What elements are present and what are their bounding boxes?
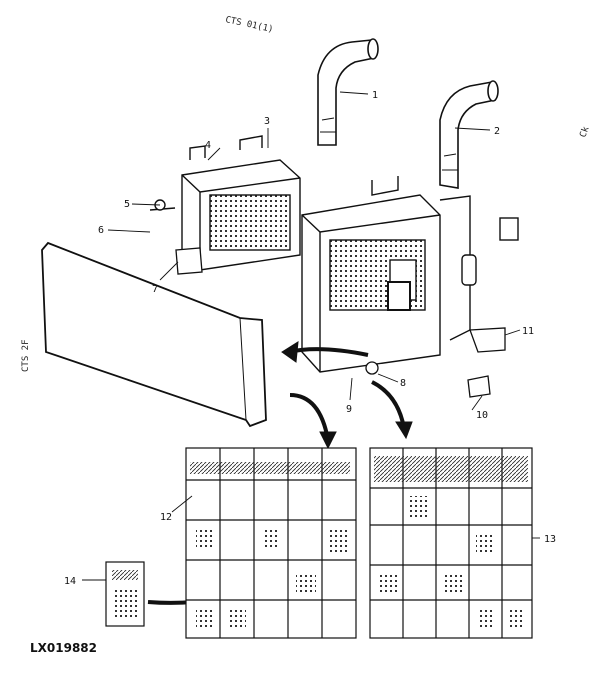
air-duct-right [439,80,499,189]
callout-7: 7 [152,284,158,295]
callout-5: 5 [124,199,130,210]
fuse-box-cover [41,241,267,428]
fuse-box-right [301,176,519,373]
callout-4: 4 [205,140,211,151]
callout-2: 2 [494,126,500,137]
right-rotated-label: Ck [578,125,591,139]
callout-8: 8 [400,378,406,389]
callout-3: 3 [264,116,270,127]
callout-14: 14 [64,576,76,587]
callout-10: 10 [476,410,488,421]
left-rotated-label: CTS 2F [21,339,31,372]
warning-decal [105,561,145,627]
connector-bracket [175,247,506,398]
callout-11: 11 [522,326,534,337]
air-duct-left [317,38,379,146]
callout-12: 12 [160,512,172,523]
callout-1: 1 [372,90,378,101]
top-rotated-label: CTS 01(1) [224,15,274,35]
fuse-chart-left [185,447,357,639]
callout-6: 6 [98,225,104,236]
leader-lines [82,91,540,581]
figure-id-code: LX019882 [30,641,97,655]
fuse-box-left [149,135,301,271]
callout-9: 9 [346,404,352,415]
callout-13: 13 [544,534,556,545]
fuse-chart-right [369,447,533,639]
